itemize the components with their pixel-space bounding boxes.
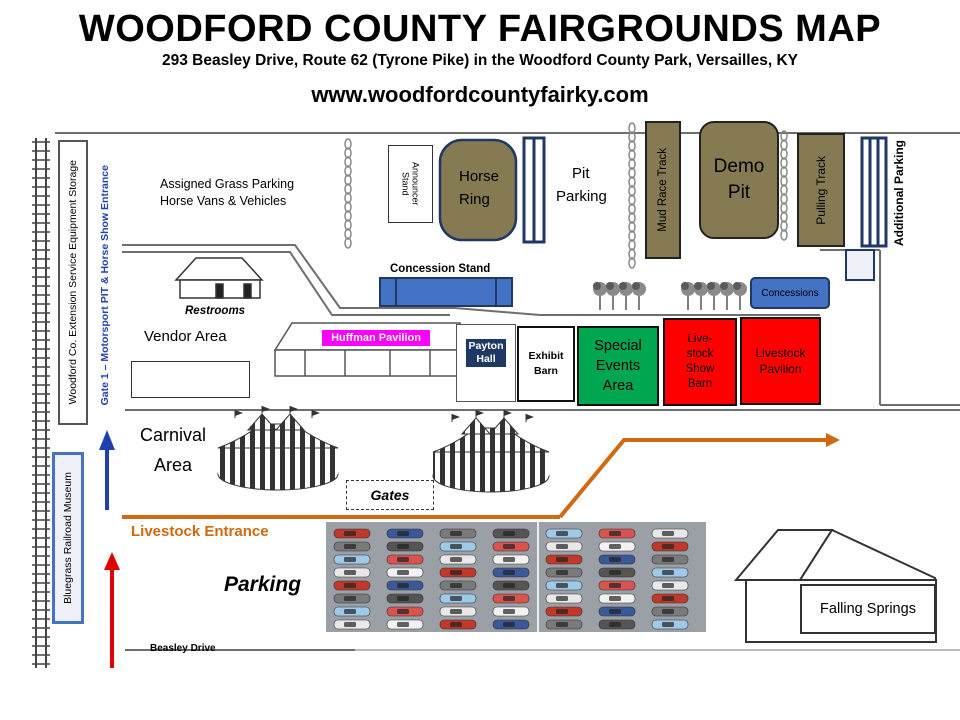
horse-ring-label: Horse Ring	[459, 165, 499, 211]
mud-race-shape	[645, 121, 681, 259]
huffman-pavilion-label: Huffman Pavilion	[331, 332, 421, 344]
entrance-arrow-red	[104, 552, 120, 668]
demo-pit-line-2: Pit	[727, 182, 751, 203]
parking-gate-box	[845, 249, 875, 281]
announcer-stand: Announcer Stand	[388, 145, 433, 223]
fence-chains	[344, 122, 788, 269]
demo-pit-shape	[699, 121, 779, 239]
mud-race-label: Mud Race Track	[657, 148, 669, 232]
exhibit-barn-line-1: Exhibit	[528, 350, 564, 362]
website-link[interactable]: www.woodfordcountyfairky.com	[311, 82, 649, 107]
vendor-area-box	[131, 361, 250, 398]
payton-hall: Payton Hall	[456, 324, 516, 402]
concession-stand-label: Concession Stand	[390, 263, 491, 275]
storage-label: Woodford Co. Extension Service Equipment…	[67, 160, 79, 405]
gate-arrow-blue	[99, 430, 115, 510]
additional-parking-label: Additional Parking	[892, 139, 906, 246]
parking-label: Parking	[224, 573, 302, 596]
vendor-area-label: Vendor Area	[144, 328, 227, 345]
livestock-route-arrow	[122, 433, 840, 519]
parking-lot	[326, 522, 706, 632]
pulling-track: Pulling Track	[798, 134, 844, 246]
map-address: 293 Beasley Drive, Route 62 (Tyrone Pike…	[162, 52, 798, 69]
grass-parking-label: Assigned Grass Parking Horse Vans & Vehi…	[160, 176, 294, 210]
livestock-show-barn: Live- stock Show Barn	[663, 318, 737, 406]
payton-hall-tag: Payton Hall	[466, 339, 506, 367]
falling-springs-label: Falling Springs	[820, 601, 916, 617]
concession-stand-shape	[379, 277, 513, 307]
demo-pit: Demo Pit	[700, 122, 778, 238]
huffman-pavilion-tag: Huffman Pavilion	[322, 330, 430, 346]
storage-building: Woodford Co. Extension Service Equipment…	[58, 140, 88, 425]
announcer-stand-label: Announcer Stand	[400, 162, 421, 206]
concessions-label: Concessions	[761, 287, 819, 299]
pit-parking-line-2: Parking	[556, 188, 607, 205]
mud-race-track: Mud Race Track	[646, 122, 680, 258]
railroad-museum-label: Bluegrass Railroad Museum	[62, 472, 74, 604]
gates-label: Gates	[370, 487, 410, 503]
tree-icons	[593, 282, 747, 310]
exhibit-barn-line-2: Barn	[534, 365, 558, 377]
fence-rails	[522, 136, 888, 248]
show-barn-line-1: Live-	[687, 333, 713, 345]
map-title: WOODFORD COUNTY FAIRGROUNDS MAP	[78, 8, 882, 50]
carnival-line-2: Area	[154, 455, 193, 475]
concessions-booth: Concessions	[750, 277, 830, 309]
railroad-track	[32, 138, 50, 668]
show-barn-line-3: Show	[685, 363, 715, 375]
special-events-line-3: Area	[602, 378, 634, 394]
pit-parking-line-1: Pit	[572, 165, 590, 182]
restrooms-label: Restrooms	[185, 305, 246, 317]
special-events-area: Special Events Area	[577, 326, 659, 406]
demo-pit-line-1: Demo	[713, 156, 765, 177]
show-barn-line-4: Barn	[687, 378, 713, 390]
gate-1-label-box[interactable]: Gate 1 – Motorsport PIT & Horse Show Ent…	[92, 150, 118, 420]
beasley-drive-label: Beasley Drive	[150, 643, 216, 654]
payton-line-2: Hall	[476, 353, 496, 365]
special-events-line-1: Special	[594, 338, 642, 354]
restrooms-building	[174, 257, 264, 299]
grass-parking-line-1: Assigned Grass Parking	[160, 177, 295, 191]
pulling-track-shape	[797, 133, 845, 247]
horse-ring-line-1: Horse	[459, 168, 500, 185]
horse-ring-line-2: Ring	[459, 191, 490, 208]
horse-ring-shape	[438, 138, 518, 242]
grass-parking-line-2: Horse Vans & Vehicles	[160, 194, 287, 208]
carnival-tent-icon-2	[432, 410, 550, 493]
special-events-line-2: Events	[595, 358, 641, 374]
railroad-museum: Bluegrass Railroad Museum	[52, 452, 84, 624]
pulling-track-label: Pulling Track	[814, 155, 828, 225]
payton-line-1: Payton	[468, 340, 504, 352]
livestock-pavilion-line-2: Pavilion	[759, 362, 802, 376]
livestock-entrance-label: Livestock Entrance	[131, 523, 269, 540]
carnival-tent-icon-1	[217, 406, 339, 491]
livestock-pavilion-line-1: Livestock	[755, 346, 806, 360]
additional-parking[interactable]: Additional Parking	[886, 130, 912, 256]
gates-box[interactable]: Gates	[346, 480, 434, 510]
gate-1-label: Gate 1 – Motorsport PIT & Horse Show Ent…	[99, 164, 111, 406]
show-barn-line-2: stock	[686, 348, 714, 360]
livestock-pavilion: Livestock Pavilion	[740, 317, 821, 405]
carnival-line-1: Carnival	[140, 425, 207, 445]
falling-springs-sign: Falling Springs	[800, 584, 936, 634]
pit-parking-label: Pit Parking	[556, 162, 607, 208]
exhibit-barn: Exhibit Barn	[517, 326, 575, 402]
carnival-area-label: Carnival Area	[140, 420, 206, 480]
